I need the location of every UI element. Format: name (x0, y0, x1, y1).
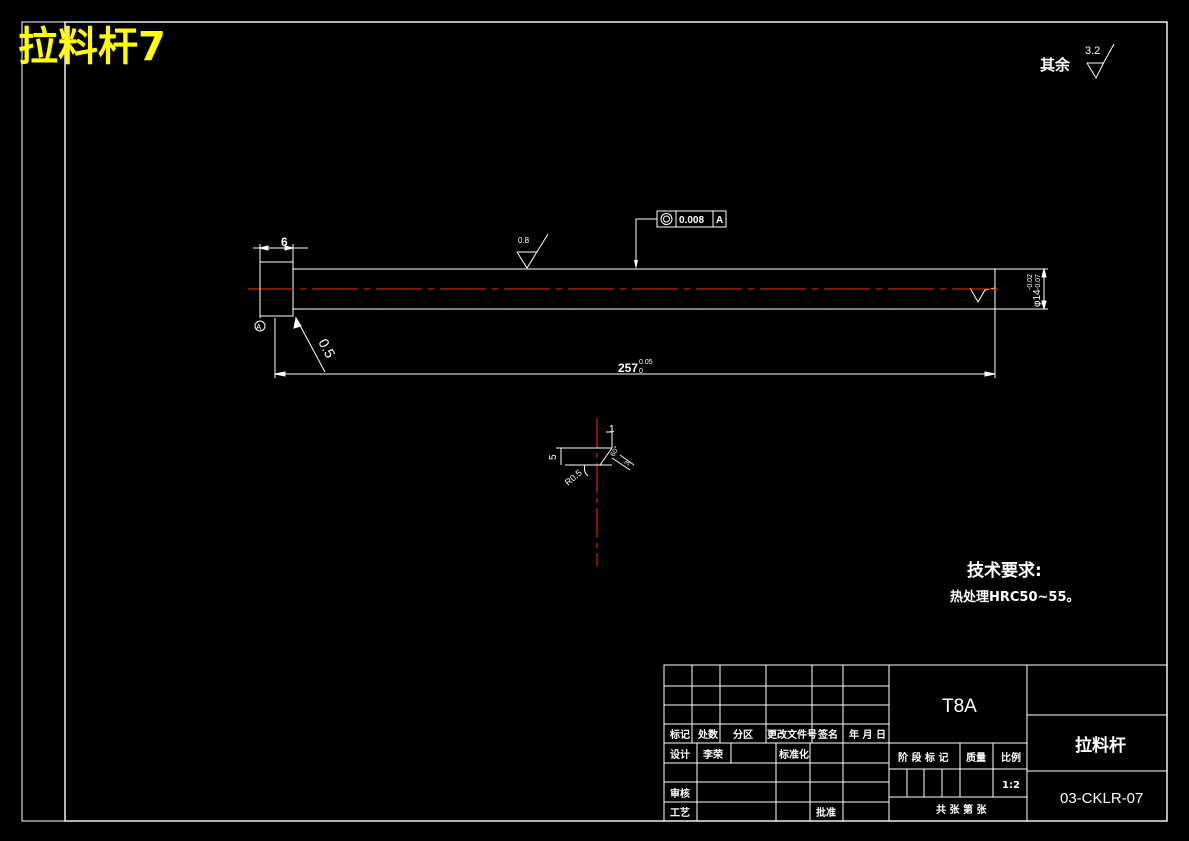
detail-angle-value: 60° (609, 445, 621, 458)
diameter-tol-lower: -0.07 (1035, 274, 1042, 290)
detail-radius-value: R0.5 (563, 468, 584, 488)
tb-label-count: 处数 (697, 728, 719, 741)
diameter-tol-upper: -0.02 (1027, 274, 1034, 290)
tb-label-standardize: 标准化 (778, 748, 809, 761)
roughness-surface-value: 0.8 (518, 236, 530, 245)
tb-label-review: 审核 (670, 787, 690, 800)
diameter-value: φ14 (1032, 289, 1043, 307)
notes-title: 技术要求: (967, 560, 1042, 581)
chamfer-value: 0.5 (315, 336, 338, 361)
rod-outline (259, 261, 996, 317)
detail-profile (556, 426, 635, 477)
drawing-frame (64, 21, 1168, 822)
diameter-dimension (995, 268, 1048, 310)
notes-line1: 热处理HRC50~55。 (950, 589, 1080, 605)
tolerance-frame (635, 210, 727, 266)
head-width-value: 6 (281, 235, 288, 249)
datum-feature (254, 262, 266, 332)
detail-small-value: 3 (624, 460, 632, 467)
length-tol-upper: 0.05 (639, 359, 653, 366)
tb-material: T8A (942, 696, 977, 717)
tolerance-datum: A (716, 215, 723, 226)
tb-label-zone: 分区 (733, 728, 753, 741)
break-mark (969, 287, 996, 303)
tb-label-design: 设计 (670, 748, 690, 761)
tb-label-date: 年 月 日 (849, 728, 886, 741)
length-dimension (274, 309, 996, 378)
tb-label-scale: 比例 (1001, 751, 1021, 764)
outer-border (21, 21, 1168, 822)
roughness-general-value: 3.2 (1085, 45, 1100, 57)
tolerance-arrow (634, 260, 638, 269)
tb-drawing-no: 03-CKLR-07 (1060, 790, 1143, 807)
roughness-general-label: 其余 (1040, 56, 1071, 74)
detail-height-value: 5 (548, 454, 559, 460)
tb-label-sheets: 共 张 第 张 (936, 803, 987, 816)
length-value: 257 (618, 361, 638, 375)
detail-depth-value: 1 (609, 424, 615, 435)
tb-label-mark: 标记 (669, 728, 690, 741)
tb-designer: 李荣 (702, 748, 723, 761)
drawing-title: 拉料杆7 (18, 24, 166, 70)
datum-letter: A (256, 323, 262, 332)
length-tol-lower: 0 (639, 368, 643, 375)
tb-label-change-doc: 更改文件号 (767, 728, 817, 741)
tb-label-approve: 批准 (816, 806, 836, 819)
tb-scale-value: 1:2 (1002, 780, 1020, 791)
head-width-dimension (253, 244, 308, 262)
roughness-surface-symbol (516, 233, 549, 269)
chamfer-leader (293, 316, 326, 373)
tb-label-process: 工艺 (670, 806, 690, 819)
title-block-grid (663, 664, 1168, 822)
tb-label-weight: 质量 (966, 751, 986, 764)
tb-label-signature: 签名 (817, 728, 838, 741)
tb-label-stage-mark: 阶 段 标 记 (898, 751, 948, 764)
tolerance-value: 0.008 (679, 215, 704, 226)
tb-part-name: 拉料杆 (1075, 735, 1126, 756)
roughness-general-symbol (1086, 43, 1115, 80)
